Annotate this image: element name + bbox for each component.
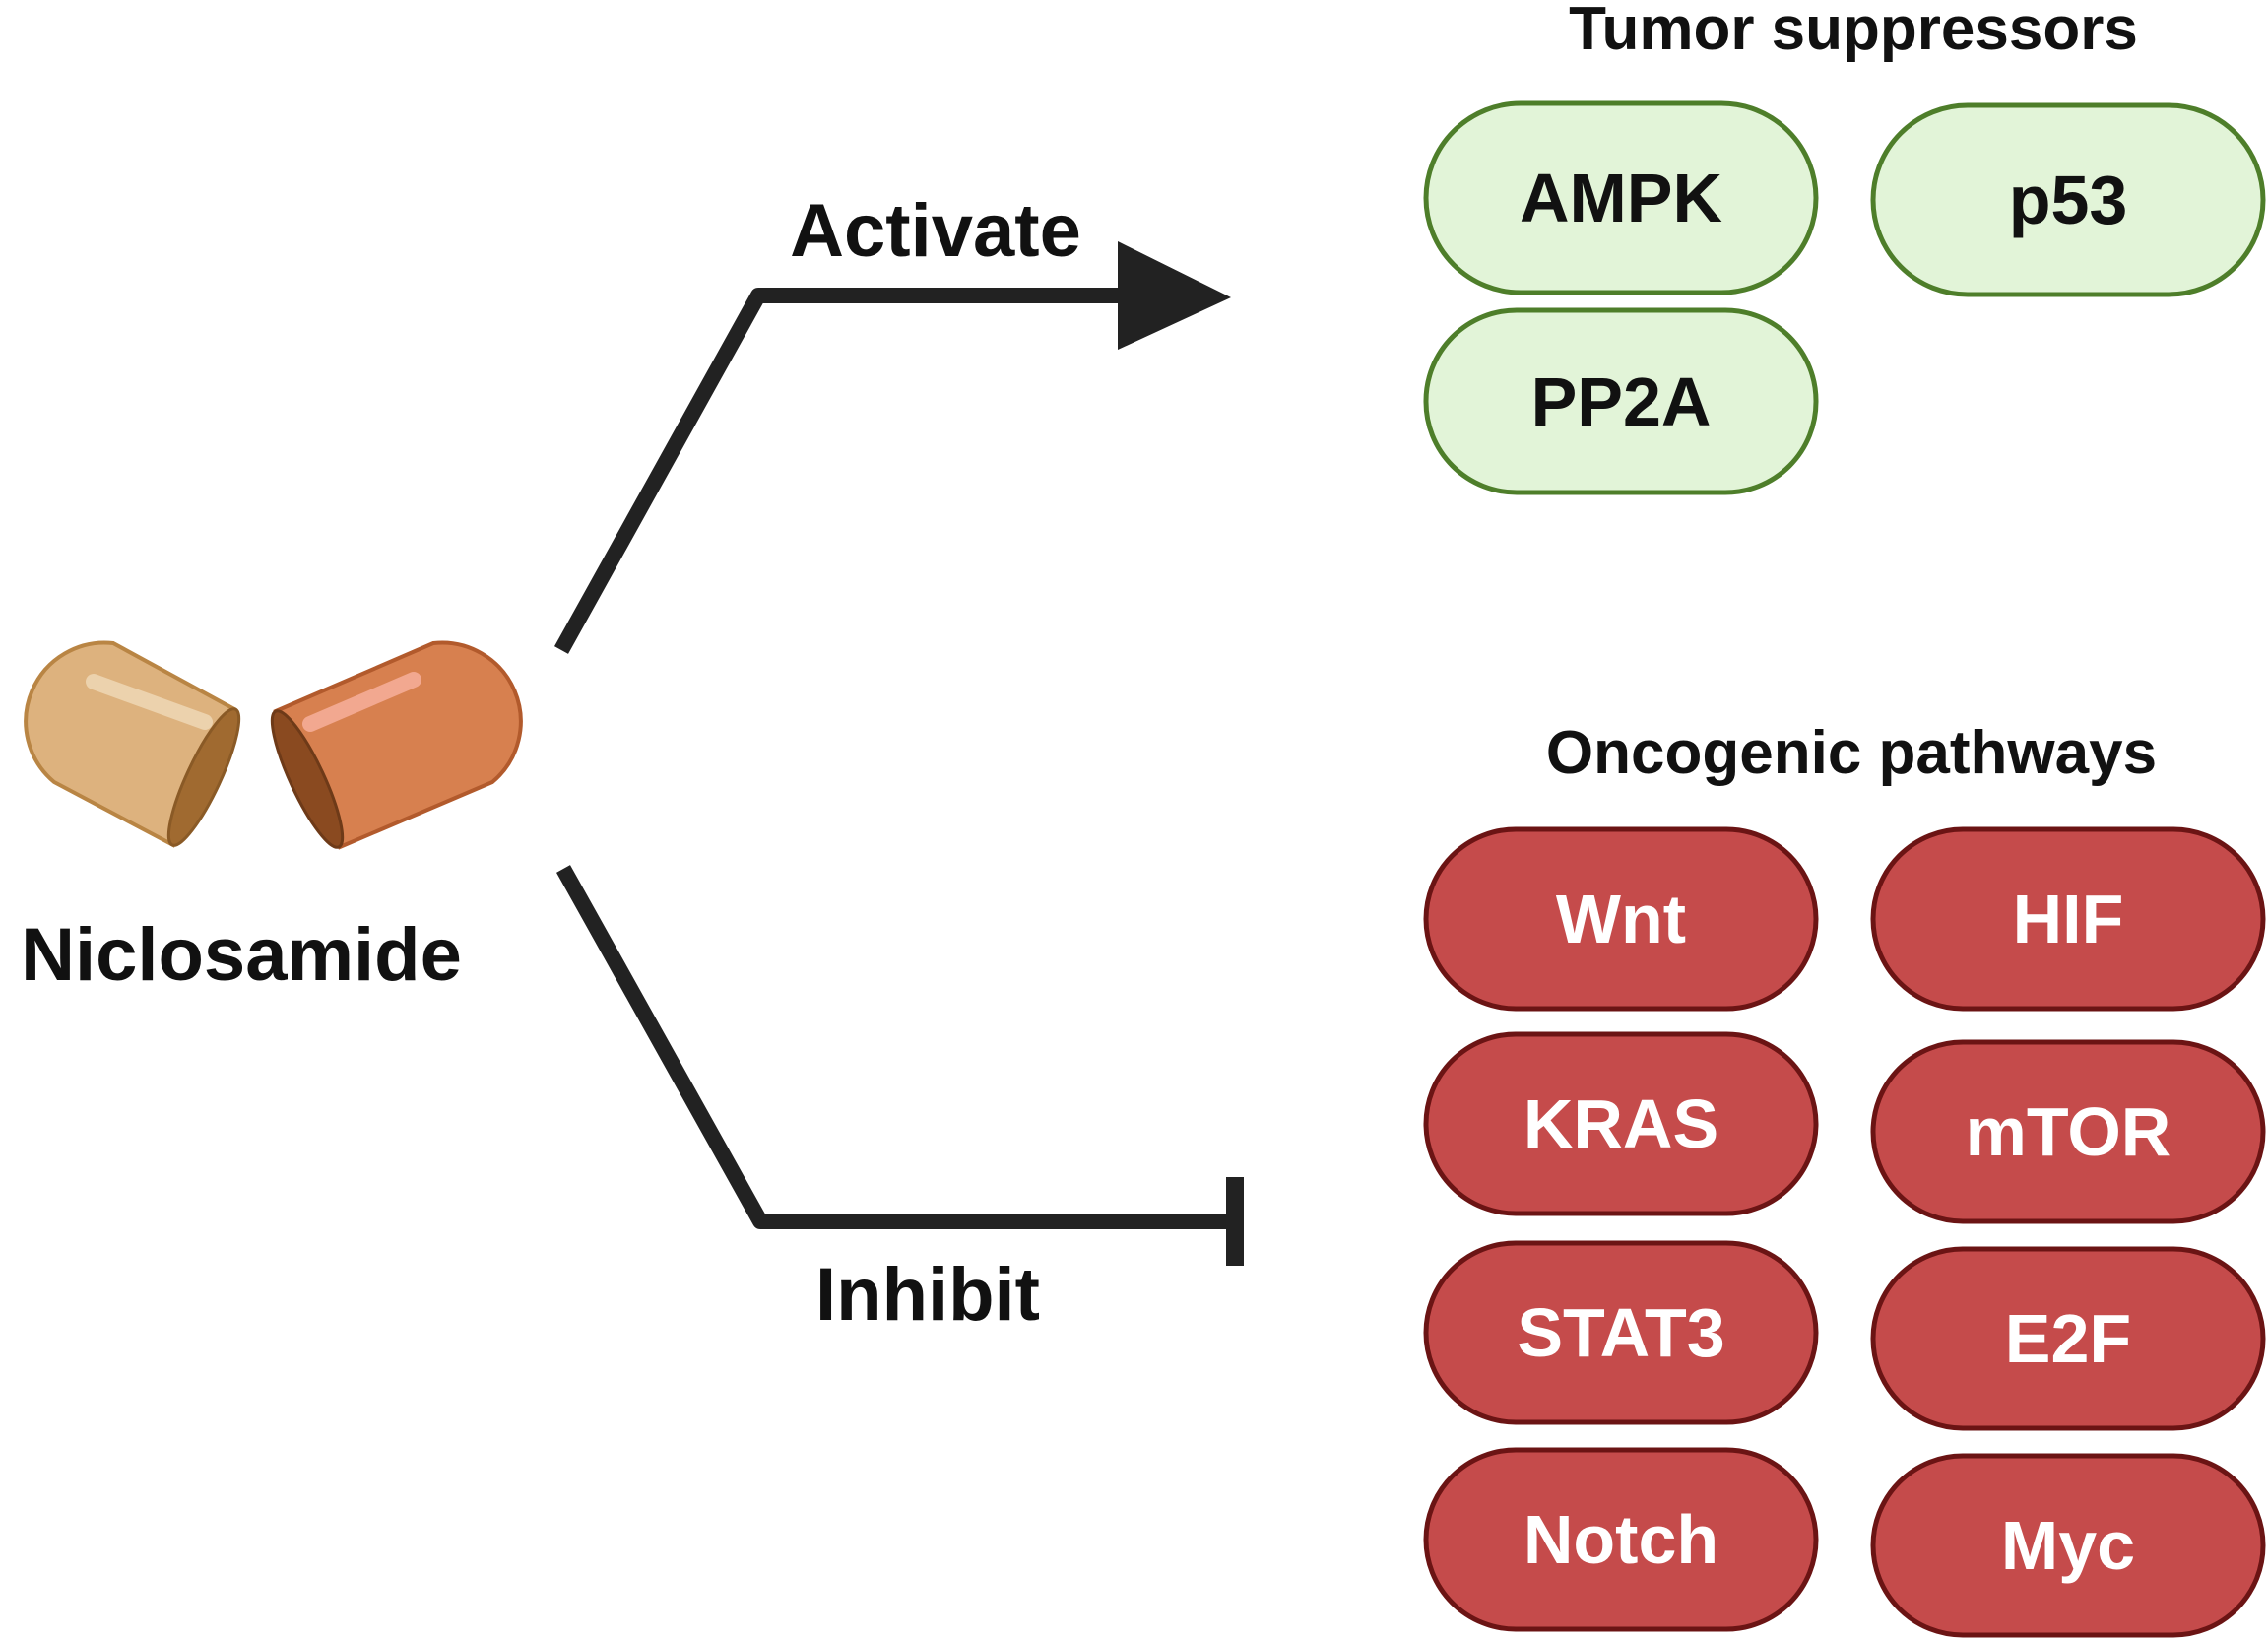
oncogenic-pathways-group: Wnt HIF KRAS mTOR STAT3 E2F Notch Myc: [1423, 826, 2266, 1638]
drug-label: Niclosamide: [21, 913, 462, 997]
inhibit-label: Inhibit: [815, 1253, 1040, 1337]
oncogenic-label: E2F: [2005, 1300, 2131, 1377]
oncogenic-pill-wnt: Wnt: [1423, 826, 1819, 1012]
tumor-suppressors-group: AMPK p53 PP2A: [1423, 100, 2266, 495]
tumor-suppressors-title: Tumor suppressors: [1569, 0, 2138, 63]
oncogenic-label: KRAS: [1523, 1085, 1718, 1162]
suppressor-label: AMPK: [1520, 160, 1722, 236]
oncogenic-pill-e2f: E2F: [1870, 1246, 2266, 1431]
oncogenic-label: STAT3: [1517, 1294, 1724, 1371]
oncogenic-label: Myc: [2001, 1507, 2135, 1584]
activate-label: Activate: [790, 189, 1081, 273]
suppressor-label: PP2A: [1531, 363, 1712, 440]
oncogenic-label: mTOR: [1966, 1093, 2171, 1170]
oncogenic-label: Notch: [1523, 1501, 1718, 1578]
suppressor-pill-pp2a: PP2A: [1423, 307, 1819, 495]
suppressor-label: p53: [2009, 162, 2128, 238]
suppressor-pill-p53: p53: [1870, 102, 2266, 297]
oncogenic-pathways-title: Oncogenic pathways: [1546, 719, 2157, 787]
capsule-left-half-icon: [24, 640, 241, 848]
oncogenic-pill-mtor: mTOR: [1870, 1039, 2266, 1224]
capsule-right-half-icon: [270, 640, 523, 850]
oncogenic-pill-notch: Notch: [1423, 1447, 1819, 1632]
oncogenic-label: Wnt: [1556, 881, 1686, 957]
activate-arrow: [554, 241, 1231, 654]
oncogenic-pill-kras: KRAS: [1423, 1031, 1819, 1216]
oncogenic-pill-stat3: STAT3: [1423, 1240, 1819, 1425]
suppressor-pill-ampk: AMPK: [1423, 100, 1819, 295]
oncogenic-pill-myc: Myc: [1870, 1453, 2266, 1638]
capsule-icon: [24, 640, 523, 850]
oncogenic-pill-hif: HIF: [1870, 826, 2266, 1012]
oncogenic-label: HIF: [2013, 881, 2124, 957]
inhibit-arrow: [556, 865, 1244, 1266]
